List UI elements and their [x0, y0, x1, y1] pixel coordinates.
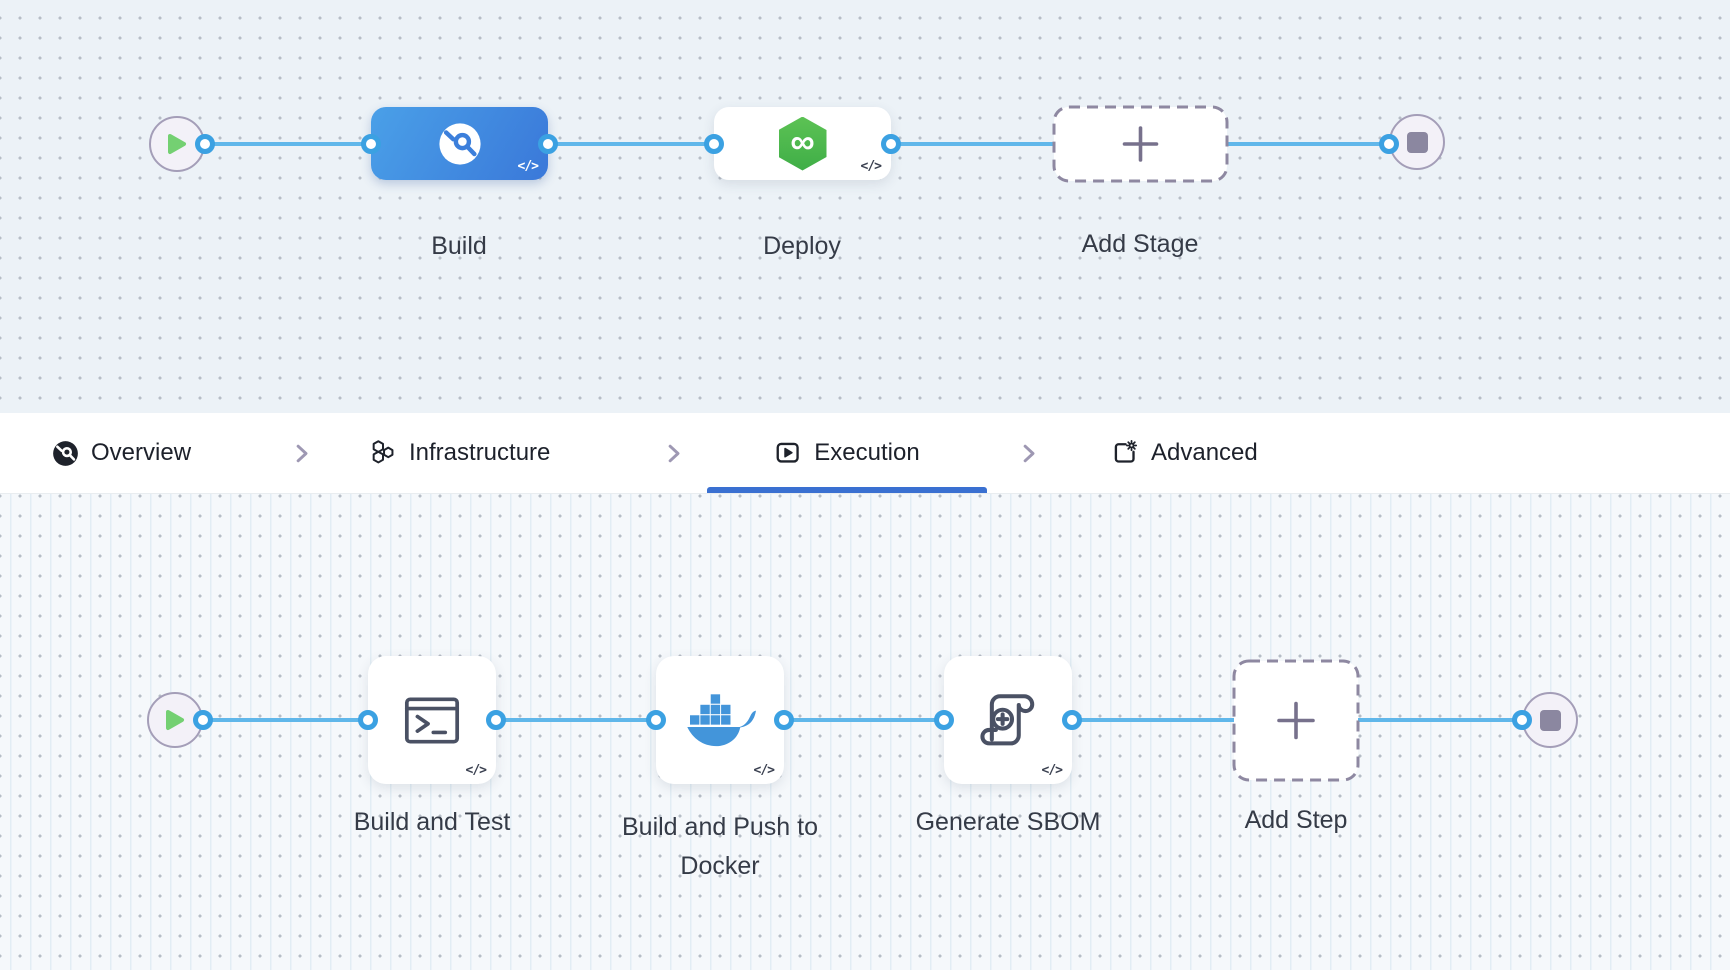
- overview-icon: [53, 440, 78, 466]
- step-connector-line: [203, 718, 1523, 722]
- yaml-code-glyph: </>: [465, 763, 488, 778]
- stage-config-tabbar: Overview Infrastructure Execution: [0, 413, 1730, 494]
- step-label: Build and Push to Docker: [622, 813, 818, 880]
- step-label: Add Step: [1244, 806, 1348, 834]
- connector-port[interactable]: [358, 710, 378, 730]
- step-node-generate-sbom[interactable]: </>: [944, 656, 1072, 784]
- step-label: Generate SBOM: [915, 808, 1101, 836]
- steps-start-node: [147, 692, 203, 748]
- execution-icon: [776, 442, 800, 463]
- chevron-right-icon: [668, 444, 680, 463]
- connector-port[interactable]: [195, 134, 215, 154]
- yaml-code-glyph: </>: [860, 159, 883, 174]
- connector-port[interactable]: [774, 710, 794, 730]
- tab-label: Advanced: [1151, 439, 1258, 466]
- add-stage-button[interactable]: [1052, 105, 1229, 183]
- stage-node-build[interactable]: </>: [371, 107, 548, 180]
- add-step-button[interactable]: [1232, 659, 1360, 782]
- connector-port[interactable]: [193, 710, 213, 730]
- connector-port[interactable]: [934, 710, 954, 730]
- stop-icon: [1406, 131, 1428, 153]
- connector-port[interactable]: [646, 710, 666, 730]
- connector-port[interactable]: [704, 134, 724, 154]
- connector-port[interactable]: [1062, 710, 1082, 730]
- infrastructure-icon: [372, 440, 394, 464]
- ci-build-icon: [438, 122, 481, 165]
- tab-execution[interactable]: Execution: [707, 413, 987, 493]
- dashed-box: [1232, 659, 1360, 782]
- stop-icon: [1539, 709, 1561, 731]
- chevron-right-icon: [296, 444, 308, 463]
- tab-advanced[interactable]: Advanced: [1111, 413, 1258, 493]
- stage-label: Add Stage: [1081, 230, 1199, 258]
- execution-step-canvas[interactable]: </> </>: [0, 494, 1730, 970]
- connector-port[interactable]: [1379, 134, 1399, 154]
- play-icon: [168, 134, 186, 154]
- connector-port[interactable]: [486, 710, 506, 730]
- connector-port[interactable]: [361, 134, 381, 154]
- sbom-scroll-icon: [980, 693, 1035, 745]
- stage-node-deploy[interactable]: ∞ </>: [714, 107, 891, 180]
- docker-icon: [687, 693, 756, 746]
- step-node-build-and-push-docker[interactable]: </>: [656, 656, 784, 784]
- plus-icon: [1277, 701, 1315, 740]
- tab-infrastructure[interactable]: Infrastructure: [369, 413, 550, 493]
- tab-overview[interactable]: Overview: [52, 413, 191, 493]
- infinity-glyph: ∞: [790, 123, 815, 161]
- connector-port[interactable]: [881, 134, 901, 154]
- stage-label: Build: [431, 232, 487, 260]
- step-node-build-and-test[interactable]: </>: [368, 656, 496, 784]
- advanced-icon: [1114, 439, 1138, 463]
- chevron-right-icon: [1023, 444, 1035, 463]
- tab-label: Overview: [91, 439, 192, 466]
- stage-canvas[interactable]: </> ∞ </> Build Deploy Add Stage: [0, 0, 1730, 413]
- yaml-code-glyph: </>: [1041, 763, 1064, 778]
- tab-label: Execution: [814, 439, 920, 466]
- connector-port[interactable]: [538, 134, 558, 154]
- terminal-icon: [404, 696, 460, 744]
- active-tab-indicator: [707, 487, 987, 493]
- dashed-box: [1052, 105, 1229, 183]
- yaml-code-glyph: </>: [517, 159, 540, 174]
- stage-label: Deploy: [763, 232, 841, 260]
- cd-deploy-icon: ∞: [778, 116, 827, 171]
- play-icon: [166, 710, 184, 730]
- tab-label: Infrastructure: [409, 439, 551, 466]
- yaml-code-glyph: </>: [753, 763, 776, 778]
- connector-port[interactable]: [1512, 710, 1532, 730]
- pipeline-start-node: [149, 116, 205, 172]
- plus-icon: [1122, 126, 1159, 162]
- step-label: Build and Test: [353, 808, 511, 836]
